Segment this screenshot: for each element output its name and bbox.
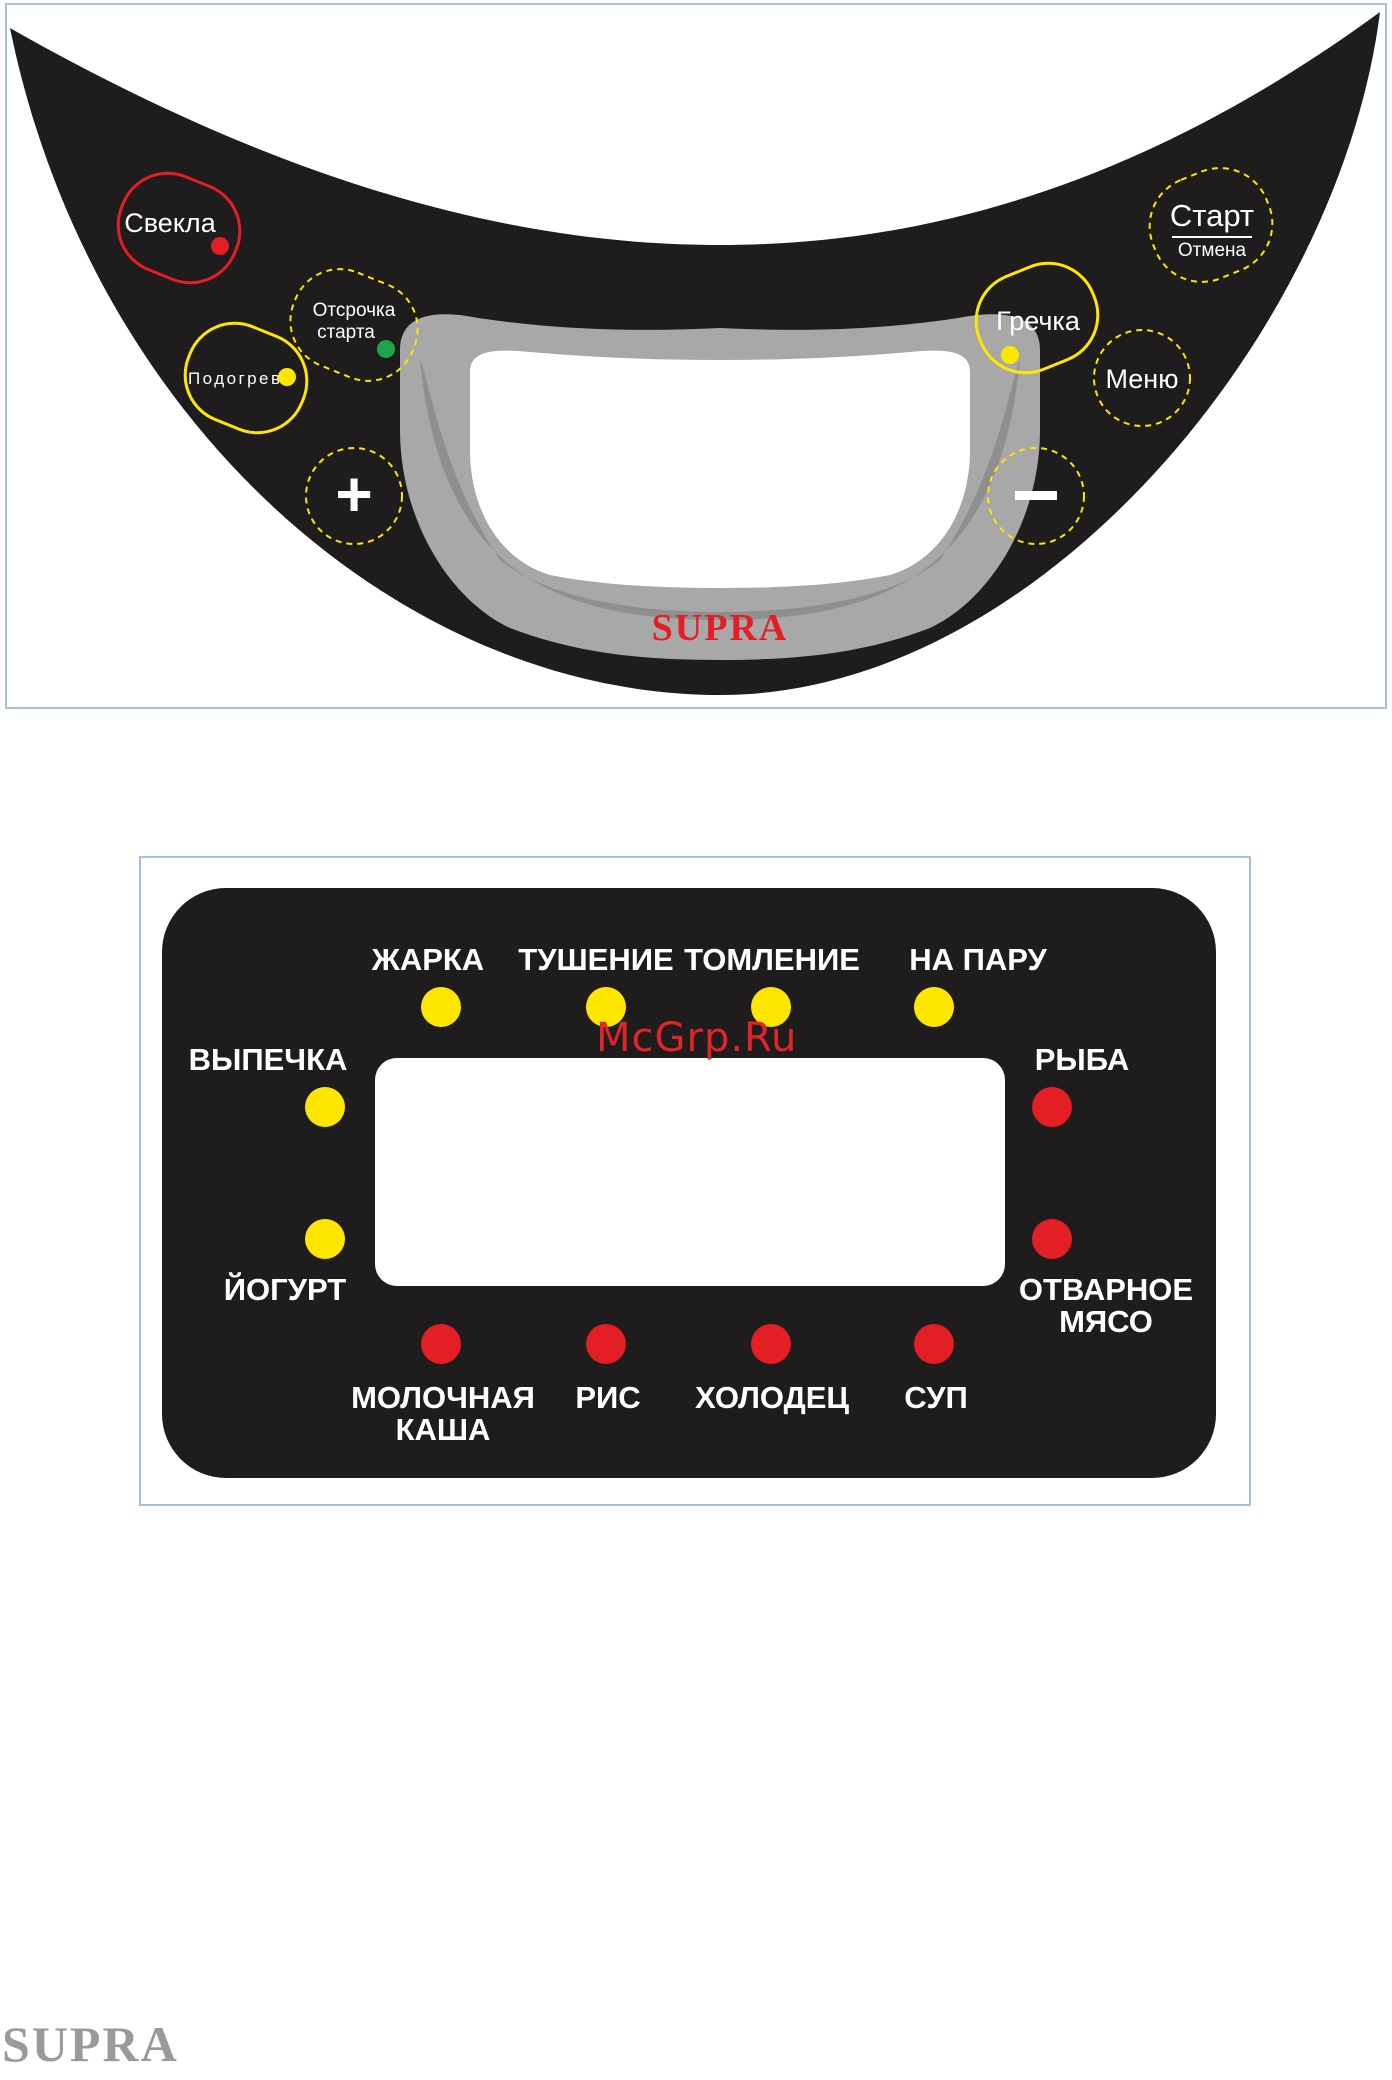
mode-label-tushenie: ТУШЕНИЕ: [518, 942, 673, 977]
mode-label-molochnaya: МОЛОЧНАЯ: [351, 1380, 535, 1415]
podogrev-label: Подогрев: [188, 369, 280, 388]
mode-indicator-molochnaya-kasha: [421, 1324, 461, 1364]
delay-indicator: [377, 340, 395, 358]
mode-indicator-zharka: [421, 987, 461, 1027]
mode-display-window: [375, 1058, 1005, 1286]
grechka-indicator: [1001, 346, 1019, 364]
plus-label: +: [335, 458, 372, 530]
mode-indicator-kholodets: [751, 1324, 791, 1364]
mode-indicator-na-paru: [914, 987, 954, 1027]
mode-label-otvarnoe: ОТВАРНОЕ: [1019, 1272, 1193, 1307]
delay-label-1: Отсрочка: [313, 300, 396, 321]
delay-label-2: старта: [317, 322, 375, 343]
mode-label-na-paru: НА ПАРУ: [909, 942, 1047, 977]
svekla-indicator: [211, 237, 229, 255]
mode-indicator-sup: [914, 1324, 954, 1364]
mode-label-vypechka: ВЫПЕЧКА: [189, 1042, 348, 1077]
mode-indicator-vypechka: [305, 1087, 345, 1127]
svekla-label: Свекла: [124, 208, 216, 238]
podogrev-indicator: [278, 368, 296, 386]
mode-indicator-yogurt: [305, 1219, 345, 1259]
footer-brand-logo: SUPRA: [2, 2015, 179, 2073]
start-label: Старт: [1170, 198, 1254, 233]
mode-indicator-otvarnoe-myaso: [1032, 1219, 1072, 1259]
mode-label-ris: РИС: [575, 1380, 640, 1415]
display-window: [470, 351, 970, 588]
mode-label-sup: СУП: [904, 1380, 968, 1415]
mode-panel: ЖАРКА ТУШЕНИЕ ТОМЛЕНИЕ НА ПАРУ ВЫПЕЧКА Й…: [0, 850, 1392, 1550]
mode-label-myaso: МЯСО: [1059, 1304, 1153, 1339]
display-brand: SUPRA: [652, 607, 789, 649]
grechka-label: Гречка: [996, 306, 1081, 336]
mode-label-kasha: КАША: [396, 1412, 491, 1447]
control-panel: SUPRA Свекла Подогрев Отсрочка старта + …: [0, 0, 1392, 712]
mode-indicator-ryba: [1032, 1087, 1072, 1127]
menu-label: Меню: [1106, 364, 1179, 394]
cancel-label: Отмена: [1178, 240, 1247, 261]
mode-indicator-ris: [586, 1324, 626, 1364]
mode-label-ryba: РЫБА: [1035, 1042, 1130, 1077]
minus-glyph: [1015, 491, 1057, 500]
mode-label-yogurt: ЙОГУРТ: [224, 1271, 347, 1307]
mode-label-tomlenie: ТОМЛЕНИЕ: [684, 942, 860, 977]
watermark: McGrp.Ru: [596, 1015, 797, 1061]
mode-label-zharka: ЖАРКА: [371, 942, 484, 977]
mode-label-kholodets: ХОЛОДЕЦ: [695, 1380, 849, 1415]
